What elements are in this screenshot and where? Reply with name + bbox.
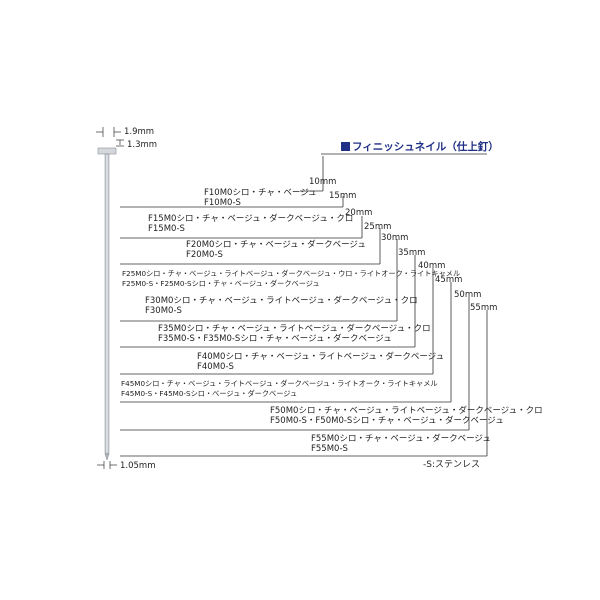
- product-code-10-2: F10M0-S: [204, 198, 241, 208]
- product-code-35-2: F35M0-S・F35M0-Sシロ・チャ・ベージュ・ダークベージュ: [158, 334, 392, 344]
- product-code-40-2: F40M0-S: [197, 362, 234, 372]
- length-label-25: 25mm: [364, 222, 392, 232]
- shank-width-label: 1.05mm: [120, 461, 156, 471]
- product-code-50-2: F50M0-S・F50M0-Sシロ・チャ・ベージュ・ダークベージュ: [270, 416, 504, 426]
- length-label-20: 20mm: [345, 208, 373, 218]
- product-code-15-2: F15M0-S: [148, 224, 185, 234]
- product-code-10-1: F10M0シロ・チャ・ベージュ: [204, 188, 317, 198]
- product-code-35-1: F35M0シロ・チャ・ベージュ・ライトベージュ・ダークベージュ・クロ: [158, 324, 431, 334]
- nail-icon: [97, 147, 117, 461]
- length-label-10: 10mm: [309, 177, 337, 187]
- head-height-label: 1.3mm: [127, 140, 158, 150]
- length-label-50: 50mm: [454, 290, 482, 300]
- product-code-20-1: F20M0シロ・チャ・ベージュ・ダークベージュ: [186, 240, 366, 250]
- stainless-note: -S:ステンレス: [423, 460, 480, 470]
- product-code-15-1: F15M0シロ・チャ・ベージュ・ダークベージュ・クロ: [148, 214, 354, 224]
- length-label-55: 55mm: [470, 303, 498, 313]
- head-width-label: 1.9mm: [124, 127, 155, 137]
- length-label-30: 30mm: [381, 233, 409, 243]
- product-code-55-1: F55M0シロ・チャ・ベージュ・ダークベージュ: [311, 434, 491, 444]
- head-width-dimension: [96, 127, 121, 137]
- title-marker-icon: [341, 142, 350, 151]
- product-code-25-1: F25M0シロ・チャ・ベージュ・ライトベージュ・ダークベージュ・ウロ・ライトオー…: [122, 269, 461, 278]
- product-code-40-1: F40M0シロ・チャ・ベージュ・ライトベージュ・ダークベージュ: [197, 352, 445, 362]
- product-code-55-2: F55M0-S: [311, 444, 348, 454]
- product-code-25-2: F25M0-S・F25M0-Sシロ・チャ・ベージュ・ダークベージュ: [122, 279, 320, 288]
- length-label-45: 45mm: [435, 275, 463, 285]
- length-label-35: 35mm: [398, 248, 426, 258]
- product-code-50-1: F50M0シロ・チャ・ベージュ・ライトベージュ・ダークベージュ・クロ: [270, 406, 543, 416]
- diagram-title-text: フィニッシュネイル（仕上釘）: [352, 141, 499, 153]
- length-label-40: 40mm: [418, 261, 446, 271]
- diagram-title: フィニッシュネイル（仕上釘）: [341, 141, 499, 153]
- product-code-20-2: F20M0-S: [186, 250, 223, 260]
- length-label-15: 15mm: [329, 191, 357, 201]
- product-code-45-1: F45M0シロ・チャ・ベージュ・ライトベージュ・ダークベージュ・ライトオーク・ラ…: [121, 379, 438, 388]
- product-code-45-2: F45M0-S・F45M0-Sシロ・ベージュ・ダークベージュ: [121, 389, 298, 398]
- product-code-30-2: F30M0-S: [145, 306, 182, 316]
- shank-width-dimension: [97, 461, 117, 469]
- head-height-dimension: [116, 139, 124, 147]
- product-code-30-1: F30M0シロ・チャ・ベージュ・ライトベージュ・ダークベージュ・クロ: [145, 296, 418, 306]
